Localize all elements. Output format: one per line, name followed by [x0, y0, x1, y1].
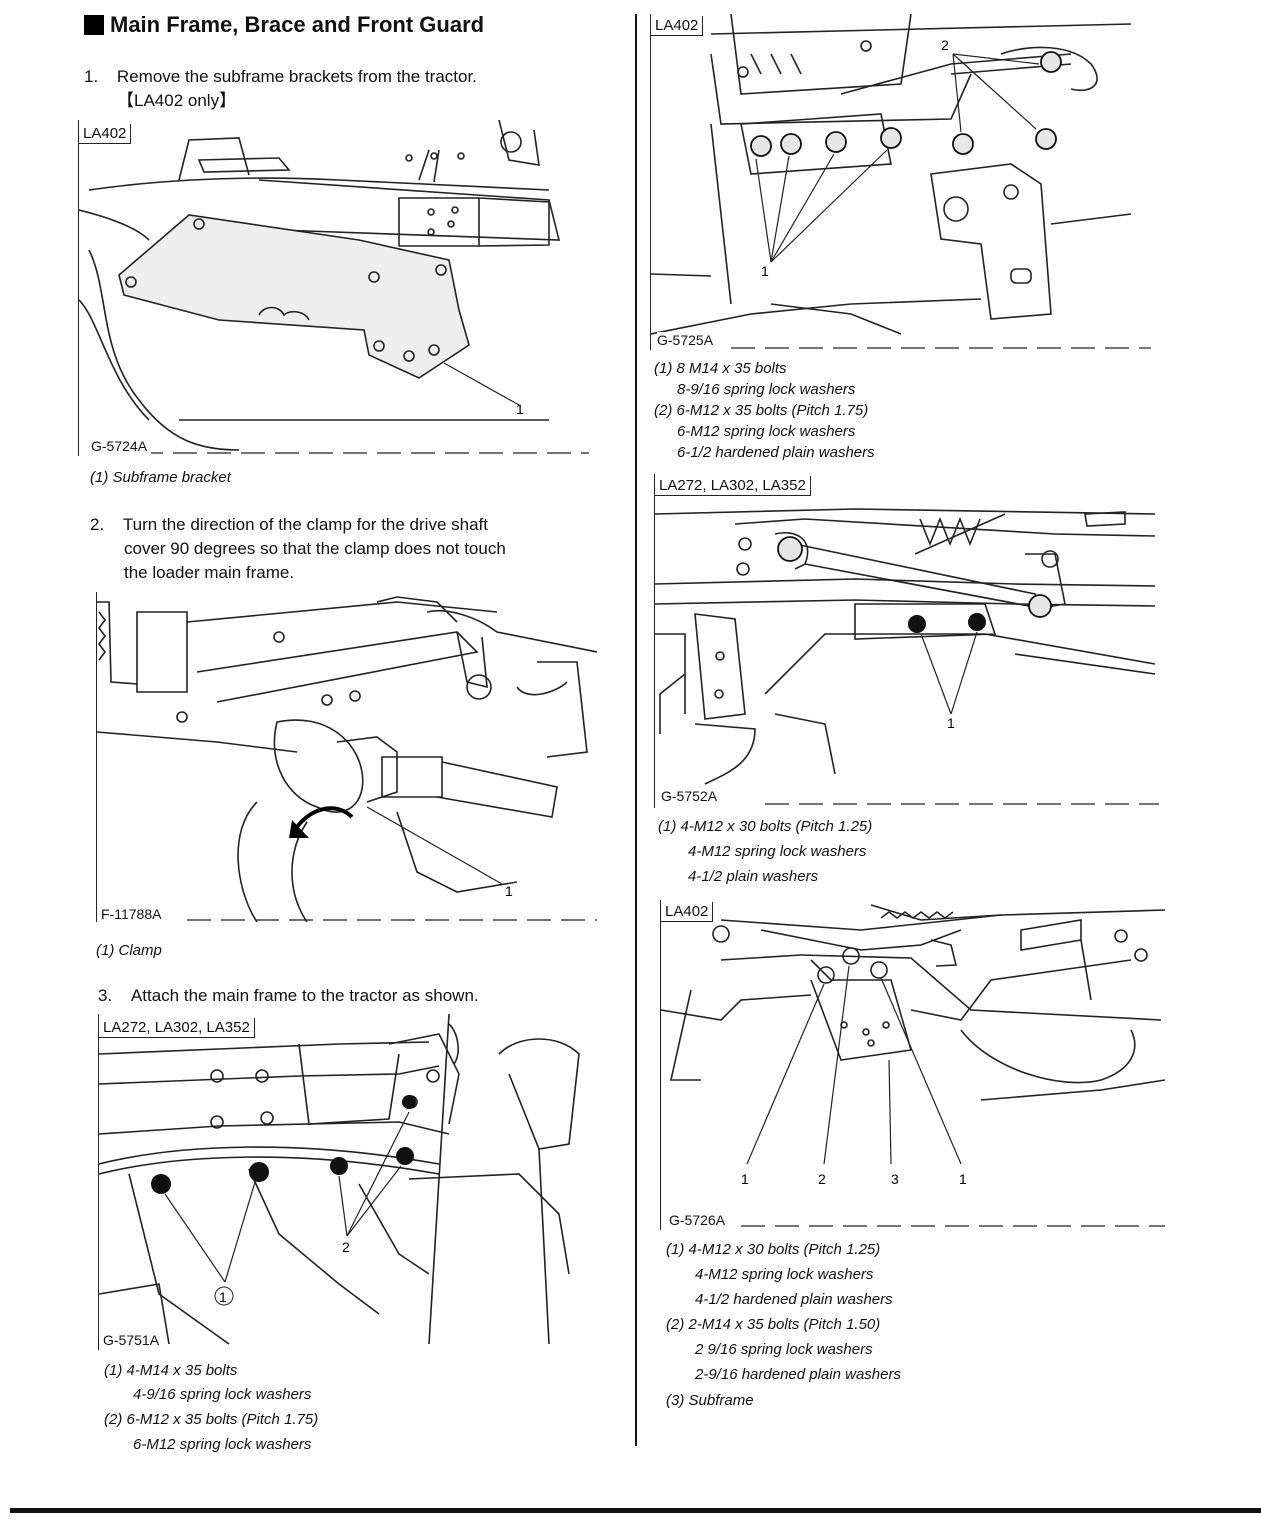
callout-label: 2: [941, 37, 949, 53]
callout-label: 1: [761, 263, 769, 279]
page-bottom-rule: [10, 1508, 1261, 1513]
figure-caption: 2 9/16 spring lock washers: [695, 1341, 873, 1358]
step-text: the loader main frame.: [124, 563, 295, 582]
figure-caption: (1) 4-M12 x 30 bolts (Pitch 1.25): [666, 1241, 881, 1258]
figure-caption: (2) 6-M12 x 35 bolts (Pitch 1.75): [654, 402, 869, 419]
section-title-text: Main Frame, Brace and Front Guard: [110, 12, 485, 37]
step-2: 2. Turn the direction of the clamp for t…: [90, 514, 488, 536]
figure-clamp: 1 F-11788A: [96, 592, 597, 922]
step-text: Remove the subframe brackets from the tr…: [116, 67, 477, 86]
figure-caption: 4-M12 spring lock washers: [695, 1266, 874, 1283]
figure-caption: (3) Subframe: [666, 1392, 754, 1409]
step-number: 1.: [84, 67, 99, 86]
figure-caption: 8-9/16 spring lock washers: [677, 381, 856, 398]
figure-main-frame-la402-bolts: 1 2 LA402 G-5725A: [650, 14, 1151, 350]
figure-caption: (1) Clamp: [96, 942, 162, 959]
step-3: 3. Attach the main frame to the tractor …: [98, 985, 479, 1007]
column-divider: [635, 14, 637, 1446]
model-label: LA402: [661, 902, 714, 922]
figure-subframe-bracket: 1 LA402 G-5724A: [78, 120, 591, 456]
figure-caption: 6-M12 spring lock washers: [677, 423, 856, 440]
figure-caption: 2-9/16 hardened plain washers: [695, 1366, 901, 1383]
callout-label: 2: [818, 1171, 826, 1187]
model-label: LA402: [79, 124, 132, 144]
figure-id: G-5752A: [661, 788, 722, 804]
figure-caption: 4-1/2 hardened plain washers: [695, 1291, 893, 1308]
main-frame-la402-bolts-drawing: 1 2: [651, 14, 1151, 350]
subframe-la272-drawing: 1: [655, 474, 1159, 808]
model-label: LA272, LA302, LA352: [99, 1018, 255, 1038]
figure-caption: (2) 6-M12 x 35 bolts (Pitch 1.75): [104, 1411, 319, 1428]
section-marker-icon: [84, 15, 104, 35]
callout-label: 1: [505, 883, 513, 899]
clamp-drawing: 1: [97, 592, 597, 922]
step-note: 【LA402 only】: [117, 91, 237, 110]
step-number: 3.: [98, 986, 113, 1005]
figure-caption: (2) 2-M14 x 35 bolts (Pitch 1.50): [666, 1316, 881, 1333]
figure-id: G-5724A: [91, 438, 152, 454]
figure-caption: (1) 4-M12 x 30 bolts (Pitch 1.25): [658, 818, 873, 835]
figure-id: G-5725A: [657, 332, 718, 348]
model-label: LA272, LA302, LA352: [655, 476, 811, 496]
figure-subframe-la272: 1 LA272, LA302, LA352 G-5752A: [654, 474, 1159, 808]
callout-label: 3: [891, 1171, 899, 1187]
figure-caption: (1) 4-M14 x 35 bolts: [104, 1362, 238, 1379]
callout-label: 1: [959, 1171, 967, 1187]
figure-caption: (1) Subframe bracket: [90, 469, 231, 486]
figure-subframe-la402: 1 2 3 1 LA402 G-5726A: [660, 900, 1165, 1230]
callout-label: 1: [219, 1289, 227, 1305]
callout-label: 1: [947, 715, 955, 731]
main-frame-la272-drawing: 1 2: [99, 1014, 603, 1350]
figure-caption: (1) 8 M14 x 35 bolts: [654, 360, 787, 377]
callout-label: 1: [516, 401, 524, 417]
step-text: cover 90 degrees so that the clamp does …: [124, 539, 506, 558]
step-1: 1. Remove the subframe brackets from the…: [84, 66, 477, 88]
subframe-la402-drawing: 1 2 3 1: [661, 900, 1165, 1230]
figure-caption: 4-9/16 spring lock washers: [133, 1386, 312, 1403]
callout-label: 2: [342, 1239, 350, 1255]
subframe-bracket-drawing: 1: [79, 120, 591, 456]
figure-id: G-5751A: [103, 1332, 164, 1348]
step-number: 2.: [90, 515, 105, 534]
section-title: Main Frame, Brace and Front Guard: [84, 12, 484, 38]
figure-id: F-11788A: [101, 906, 166, 922]
step-text: Turn the direction of the clamp for the …: [122, 515, 488, 534]
figure-caption: 6-M12 spring lock washers: [133, 1436, 312, 1453]
step-text: Attach the main frame to the tractor as …: [130, 986, 479, 1005]
model-label: LA402: [651, 16, 704, 36]
figure-caption: 4-M12 spring lock washers: [688, 843, 867, 860]
figure-caption: 6-1/2 hardened plain washers: [677, 444, 875, 461]
figure-main-frame-la272: 1 2 LA272, LA302, LA352 G-5751A: [98, 1014, 603, 1350]
figure-id: G-5726A: [669, 1212, 730, 1228]
callout-label: 1: [741, 1171, 749, 1187]
figure-caption: 4-1/2 plain washers: [688, 868, 819, 885]
